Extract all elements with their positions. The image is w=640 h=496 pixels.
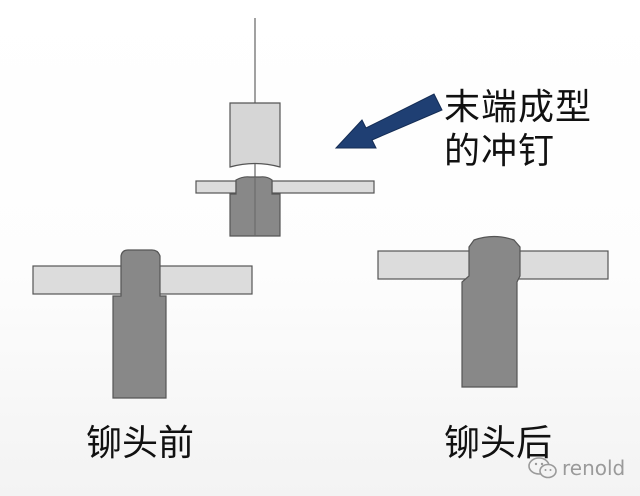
callout-text-line2: 的冲钉 (444, 131, 556, 172)
callout-arrow (334, 93, 443, 149)
top-plate-left (195, 180, 237, 194)
top-plate-right (271, 180, 375, 194)
before-riveting-caption: 铆头前 (86, 423, 195, 464)
before-rivet (112, 249, 167, 399)
after-rivet (461, 235, 521, 388)
forming-punch (229, 102, 281, 168)
before-plate-left (32, 265, 126, 295)
wechat-icon (528, 457, 557, 479)
after-plate-right (513, 250, 609, 280)
watermark: renold (528, 456, 625, 480)
after-riveting-caption: 铆头后 (444, 423, 553, 464)
after-plate-left (377, 250, 471, 280)
watermark-text: renold (562, 456, 626, 480)
callout-text-line1: 末端成型 (444, 87, 593, 128)
before-plate-right (155, 265, 253, 295)
